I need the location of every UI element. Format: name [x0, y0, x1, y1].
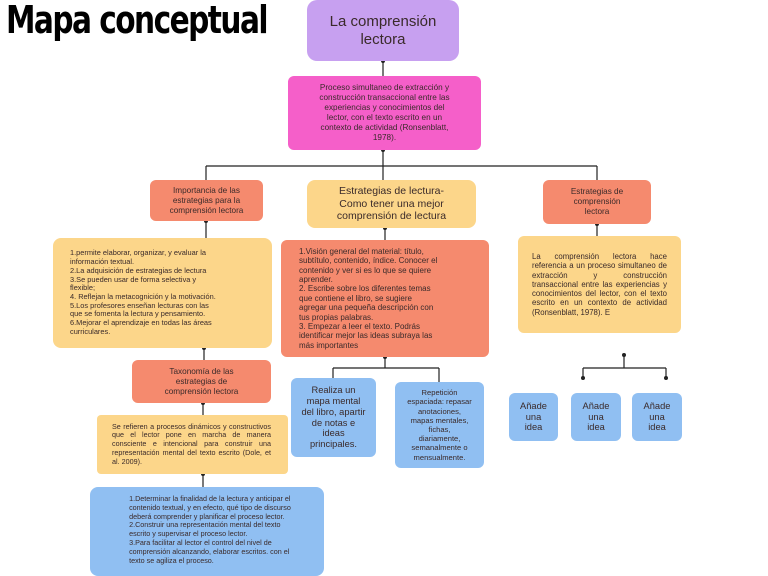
- importance-title-node: Importancia de las estrategias para la c…: [150, 180, 263, 221]
- reading-strategies-title-text: Estrategias de lectura- Como tener una m…: [336, 185, 447, 223]
- importance-title-text: Importancia de las estrategias para la c…: [169, 185, 244, 215]
- map-title: Mapa conceptual: [6, 0, 269, 42]
- taxonomy-definition-text: Se refieren a procesos dinámicos y const…: [112, 421, 271, 466]
- comprehension-strategies-title-text: Estrategias de comprensión lectora: [570, 187, 624, 216]
- add-idea-node-3[interactable]: Añade una idea: [632, 393, 682, 441]
- mind-map-text: Realiza un mapa mental del libro, aparti…: [301, 385, 366, 450]
- spaced-repetition-text: Repetición espaciada: repasar anotacione…: [407, 388, 472, 462]
- reading-strategies-title-node: Estrategias de lectura- Como tener una m…: [307, 180, 476, 228]
- add-idea-node-2[interactable]: Añade una idea: [571, 393, 621, 441]
- definition-text: Proceso simultaneo de extracción y const…: [319, 83, 450, 142]
- comprehension-definition-node: La comprensión lectora hace referencia a…: [518, 236, 681, 333]
- add-idea-text: Añade una idea: [582, 401, 610, 433]
- reading-steps-node: 1.Visión general del material: título, s…: [281, 240, 489, 357]
- taxonomy-title-node: Taxonomía de las estrategias de comprens…: [132, 360, 271, 403]
- reading-goals-text: 1.Determinar la finalidad de la lectura …: [129, 494, 291, 565]
- central-topic-node: La comprensión lectora: [307, 0, 459, 61]
- comprehension-definition-text: La comprensión lectora hace referencia a…: [532, 251, 667, 317]
- mind-map-node: Realiza un mapa mental del libro, aparti…: [291, 378, 376, 457]
- add-idea-text: Añade una idea: [643, 401, 671, 433]
- taxonomy-title-text: Taxonomía de las estrategias de comprens…: [164, 366, 239, 396]
- add-idea-node-1[interactable]: Añade una idea: [509, 393, 558, 441]
- taxonomy-definition-node: Se refieren a procesos dinámicos y const…: [97, 415, 288, 474]
- spaced-repetition-node: Repetición espaciada: repasar anotacione…: [395, 382, 484, 468]
- importance-list-text: 1.permite elaborar, organizar, y evaluar…: [70, 248, 216, 336]
- comprehension-strategies-title-node: Estrategias de comprensión lectora: [543, 180, 651, 224]
- add-idea-text: Añade una idea: [520, 401, 547, 433]
- definition-node: Proceso simultaneo de extracción y const…: [288, 76, 481, 150]
- importance-list-node: 1.permite elaborar, organizar, y evaluar…: [53, 238, 272, 348]
- central-topic-text: La comprensión lectora: [329, 12, 437, 48]
- reading-goals-node: 1.Determinar la finalidad de la lectura …: [90, 487, 324, 576]
- reading-steps-text: 1.Visión general del material: título, s…: [299, 246, 438, 350]
